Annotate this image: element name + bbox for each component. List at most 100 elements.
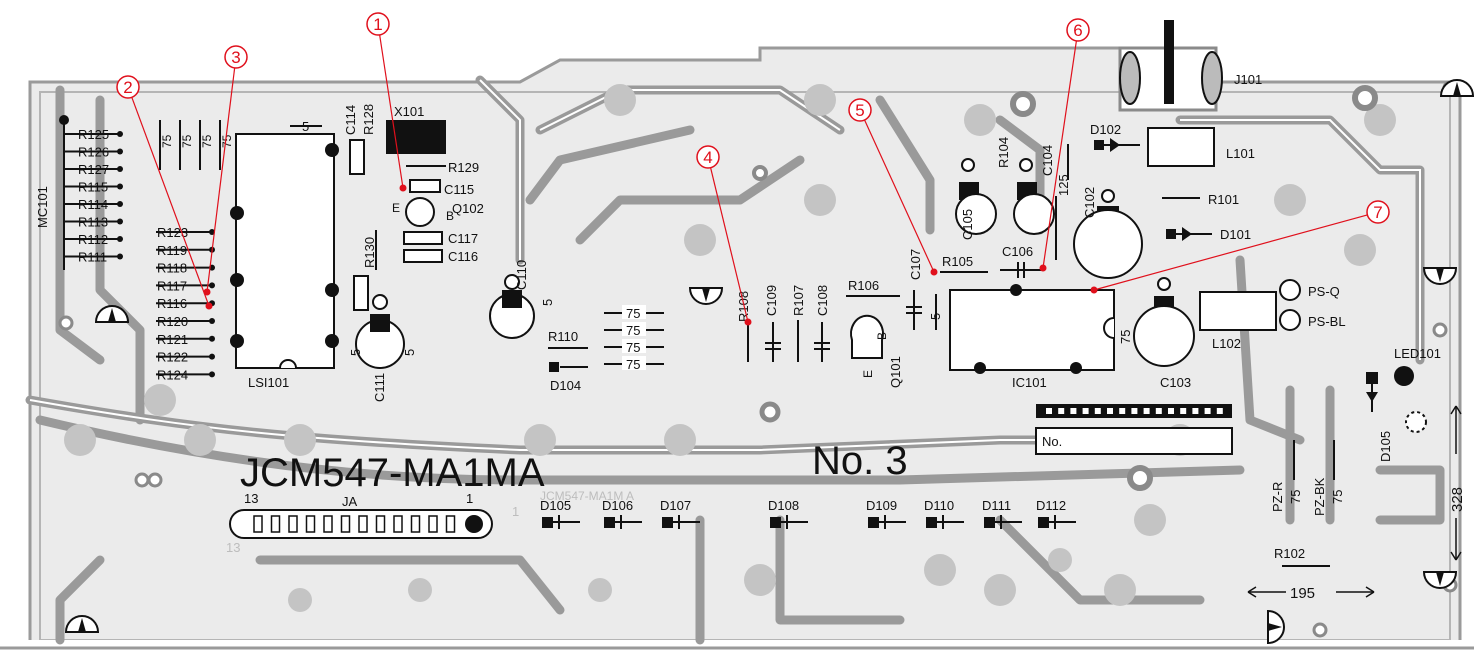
ja-pin-right: 1 — [466, 491, 473, 506]
r108-label: R108 — [736, 291, 751, 322]
resistor-value: 75 — [626, 357, 640, 372]
l101-label: L101 — [1226, 146, 1255, 161]
c111-label: C111 — [372, 373, 387, 402]
lsi101-chip: 5 LSI101 — [230, 119, 339, 390]
c108-label: C108 — [815, 285, 830, 316]
marker-number: 6 — [1073, 21, 1082, 40]
fiducial-mark — [1422, 267, 1458, 285]
c107-label: C107 — [908, 249, 923, 280]
dimension-195: 195 — [1290, 585, 1315, 602]
diode: D108 — [768, 498, 808, 529]
five-label: 5 — [540, 299, 555, 306]
lsi-support-parts: C114 R128 X101 R129 C115 Q102 E B R130 C… — [343, 104, 555, 402]
background-pads — [64, 84, 1396, 612]
callout-markers: 1 2 3 4 5 6 7 — [116, 12, 1390, 326]
diode: D107 — [660, 498, 700, 529]
five-label: 5 — [928, 313, 943, 320]
d104-label: D104 — [550, 378, 581, 393]
callout-marker: 1 — [366, 12, 407, 192]
resistor-label: R116 — [157, 296, 187, 311]
resistor-label: R125 — [78, 127, 109, 142]
resistor-label: R124 — [157, 367, 188, 382]
r102-label: R102 — [1274, 546, 1305, 561]
r128-label: R128 — [361, 104, 376, 135]
board-number-label: No. 3 — [812, 439, 908, 483]
dimension-328: 328 — [1449, 487, 1466, 512]
callout-marker: 2 — [116, 75, 213, 310]
q101-label: Q101 — [888, 356, 903, 388]
fiducial-mark — [1422, 571, 1458, 589]
e-label: E — [392, 201, 400, 215]
top-value: 75 — [160, 134, 174, 148]
ja-ghost-pin-right: 1 — [512, 504, 519, 519]
c105-label: C105 — [960, 209, 975, 240]
five-label: 5 — [402, 349, 417, 356]
fiducial-mark — [688, 287, 724, 305]
pz-r-label: PZ-R — [1270, 482, 1285, 512]
ic101-label: IC101 — [1012, 375, 1047, 390]
five-label: 5 — [302, 119, 309, 134]
x101-label: X101 — [394, 104, 424, 119]
resistor-label: R118 — [157, 261, 187, 276]
ja-label: JA — [342, 494, 358, 509]
diode: D110 — [924, 498, 964, 529]
r104-label: R104 — [996, 137, 1011, 168]
marker-number: 5 — [855, 101, 864, 120]
marker-number: 4 — [703, 148, 712, 167]
marker-number: 7 — [1373, 203, 1382, 222]
c103-label: C103 — [1160, 375, 1191, 390]
c110-label: C110 — [514, 260, 529, 290]
fiducial-mark — [64, 615, 100, 633]
diode-label: D109 — [866, 498, 897, 513]
fiducial-mark — [1267, 609, 1285, 645]
r105-label: R105 — [942, 254, 973, 269]
resistor-label: R122 — [157, 350, 188, 365]
c106-label: C106 — [1002, 244, 1033, 259]
c114-label: C114 — [343, 105, 358, 135]
resistor-label: R119 — [157, 243, 187, 258]
r110-label: R110 — [548, 329, 578, 344]
resistor-label: R120 — [157, 314, 188, 329]
c116-label: C116 — [448, 249, 478, 264]
callout-marker: 5 — [848, 98, 938, 276]
resistor-label: R121 — [157, 332, 188, 347]
diode-label: D106 — [602, 498, 633, 513]
diode-label: D111 — [982, 498, 1011, 513]
l102-label: L102 — [1212, 336, 1241, 351]
diode-label: D107 — [660, 498, 691, 513]
q102-label: Q102 — [452, 201, 484, 216]
ja-connector: JA 13 1 13 1 — [226, 491, 519, 555]
top-resistor-values: 75 75 75 75 — [159, 120, 234, 170]
fiducial-mark — [1439, 79, 1474, 97]
resistor-label: R114 — [78, 197, 108, 212]
b-label: B — [875, 332, 889, 340]
diode: D109 — [866, 498, 906, 529]
fiducial-mark — [94, 305, 130, 323]
d101-label: D101 — [1220, 227, 1251, 242]
top-value: 75 — [220, 134, 234, 148]
ps-q-label: PS-Q — [1308, 284, 1340, 299]
callout-marker: 4 — [696, 145, 752, 326]
board-title: JCM547-MA1MA — [240, 451, 545, 495]
r106-label: R106 — [848, 278, 879, 293]
r129-label: R129 — [448, 160, 479, 175]
fiducial-markers — [64, 79, 1474, 645]
board-titles: JCM547-MA1MA No. 3 JCM547-MA1M A — [240, 439, 908, 503]
marker-number: 3 — [231, 48, 240, 67]
top-value: 75 — [200, 134, 214, 148]
diode-label: D105 — [540, 498, 571, 513]
value-75: 75 — [1330, 490, 1345, 504]
value-75: 75 — [1118, 330, 1133, 344]
number-box: No. — [1035, 404, 1233, 455]
marker-number: 2 — [123, 78, 132, 97]
diode-label: D110 — [924, 498, 954, 513]
ja-pin-left: 13 — [244, 491, 258, 506]
callout-marker: 7 — [1090, 200, 1390, 294]
value-75: 75 — [1288, 490, 1303, 504]
callout-marker: 6 — [1039, 18, 1090, 272]
resistor-value: 75 — [626, 340, 640, 355]
